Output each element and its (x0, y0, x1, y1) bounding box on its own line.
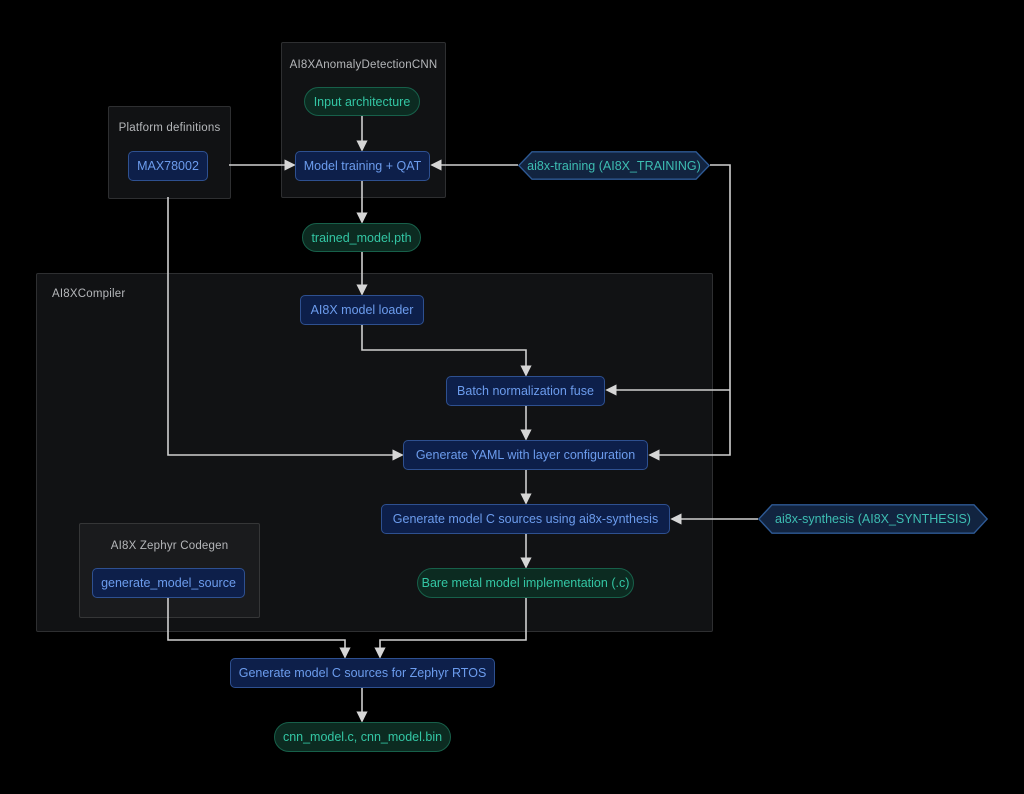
edge-baremetal-to-zephyr (374, 598, 527, 659)
node-generate-yaml-label: Generate YAML with layer configuration (415, 448, 636, 462)
container-platform-definitions-label: Platform definitions (118, 122, 221, 134)
node-model-training: Model training + QAT (295, 151, 430, 181)
edge-training-tool-to-yaml (648, 164, 731, 461)
node-zephyr-sources-label: Generate model C sources for Zephyr RTOS (238, 666, 487, 680)
node-batch-norm-fuse-label: Batch normalization fuse (457, 384, 594, 398)
container-compiler-label: AI8XCompiler (52, 288, 126, 300)
node-ai8x-synthesis-label: ai8x-synthesis (AI8X_SYNTHESIS) (775, 512, 971, 526)
node-generate-c-sources: Generate model C sources using ai8x-synt… (381, 504, 670, 534)
node-generate-yaml: Generate YAML with layer configuration (403, 440, 648, 470)
edge-max78002-to-yaml (167, 197, 404, 461)
node-trained-model-label: trained_model.pth (311, 230, 412, 245)
node-cnn-model: cnn_model.c, cnn_model.bin (274, 722, 451, 752)
node-trained-model: trained_model.pth (302, 223, 421, 252)
node-input-architecture-label: Input architecture (313, 94, 411, 109)
node-model-loader: AI8X model loader (300, 295, 424, 325)
node-generate-model-source-label: generate_model_source (101, 576, 236, 590)
node-model-training-label: Model training + QAT (303, 159, 422, 173)
node-zephyr-sources: Generate model C sources for Zephyr RTOS (230, 658, 495, 688)
container-zephyr-codegen-label: AI8X Zephyr Codegen (110, 540, 229, 552)
node-cnn-model-label: cnn_model.c, cnn_model.bin (282, 730, 443, 744)
container-anomaly-cnn-label: AI8XAnomalyDetectionCNN (289, 59, 438, 71)
hexagon-shape (518, 151, 710, 180)
edge-loader-to-batchnorm (361, 324, 532, 377)
node-generate-c-sources-label: Generate model C sources using ai8x-synt… (392, 512, 659, 526)
node-max78002: MAX78002 (128, 151, 208, 181)
node-input-architecture: Input architecture (304, 87, 420, 116)
node-bare-metal: Bare metal model implementation (.c) (417, 568, 634, 598)
node-batch-norm-fuse: Batch normalization fuse (446, 376, 605, 406)
hexagon-shape (758, 504, 988, 534)
node-bare-metal-label: Bare metal model implementation (.c) (421, 576, 630, 590)
node-ai8x-synthesis: ai8x-synthesis (AI8X_SYNTHESIS) (758, 504, 988, 534)
node-generate-model-source: generate_model_source (92, 568, 245, 598)
node-ai8x-training-label: ai8x-training (AI8X_TRAINING) (527, 158, 701, 173)
edge-genmodelsource-to-zephyr (167, 597, 351, 659)
node-ai8x-training: ai8x-training (AI8X_TRAINING) (518, 151, 710, 180)
node-model-loader-label: AI8X model loader (310, 303, 414, 317)
node-max78002-label: MAX78002 (137, 159, 199, 173)
